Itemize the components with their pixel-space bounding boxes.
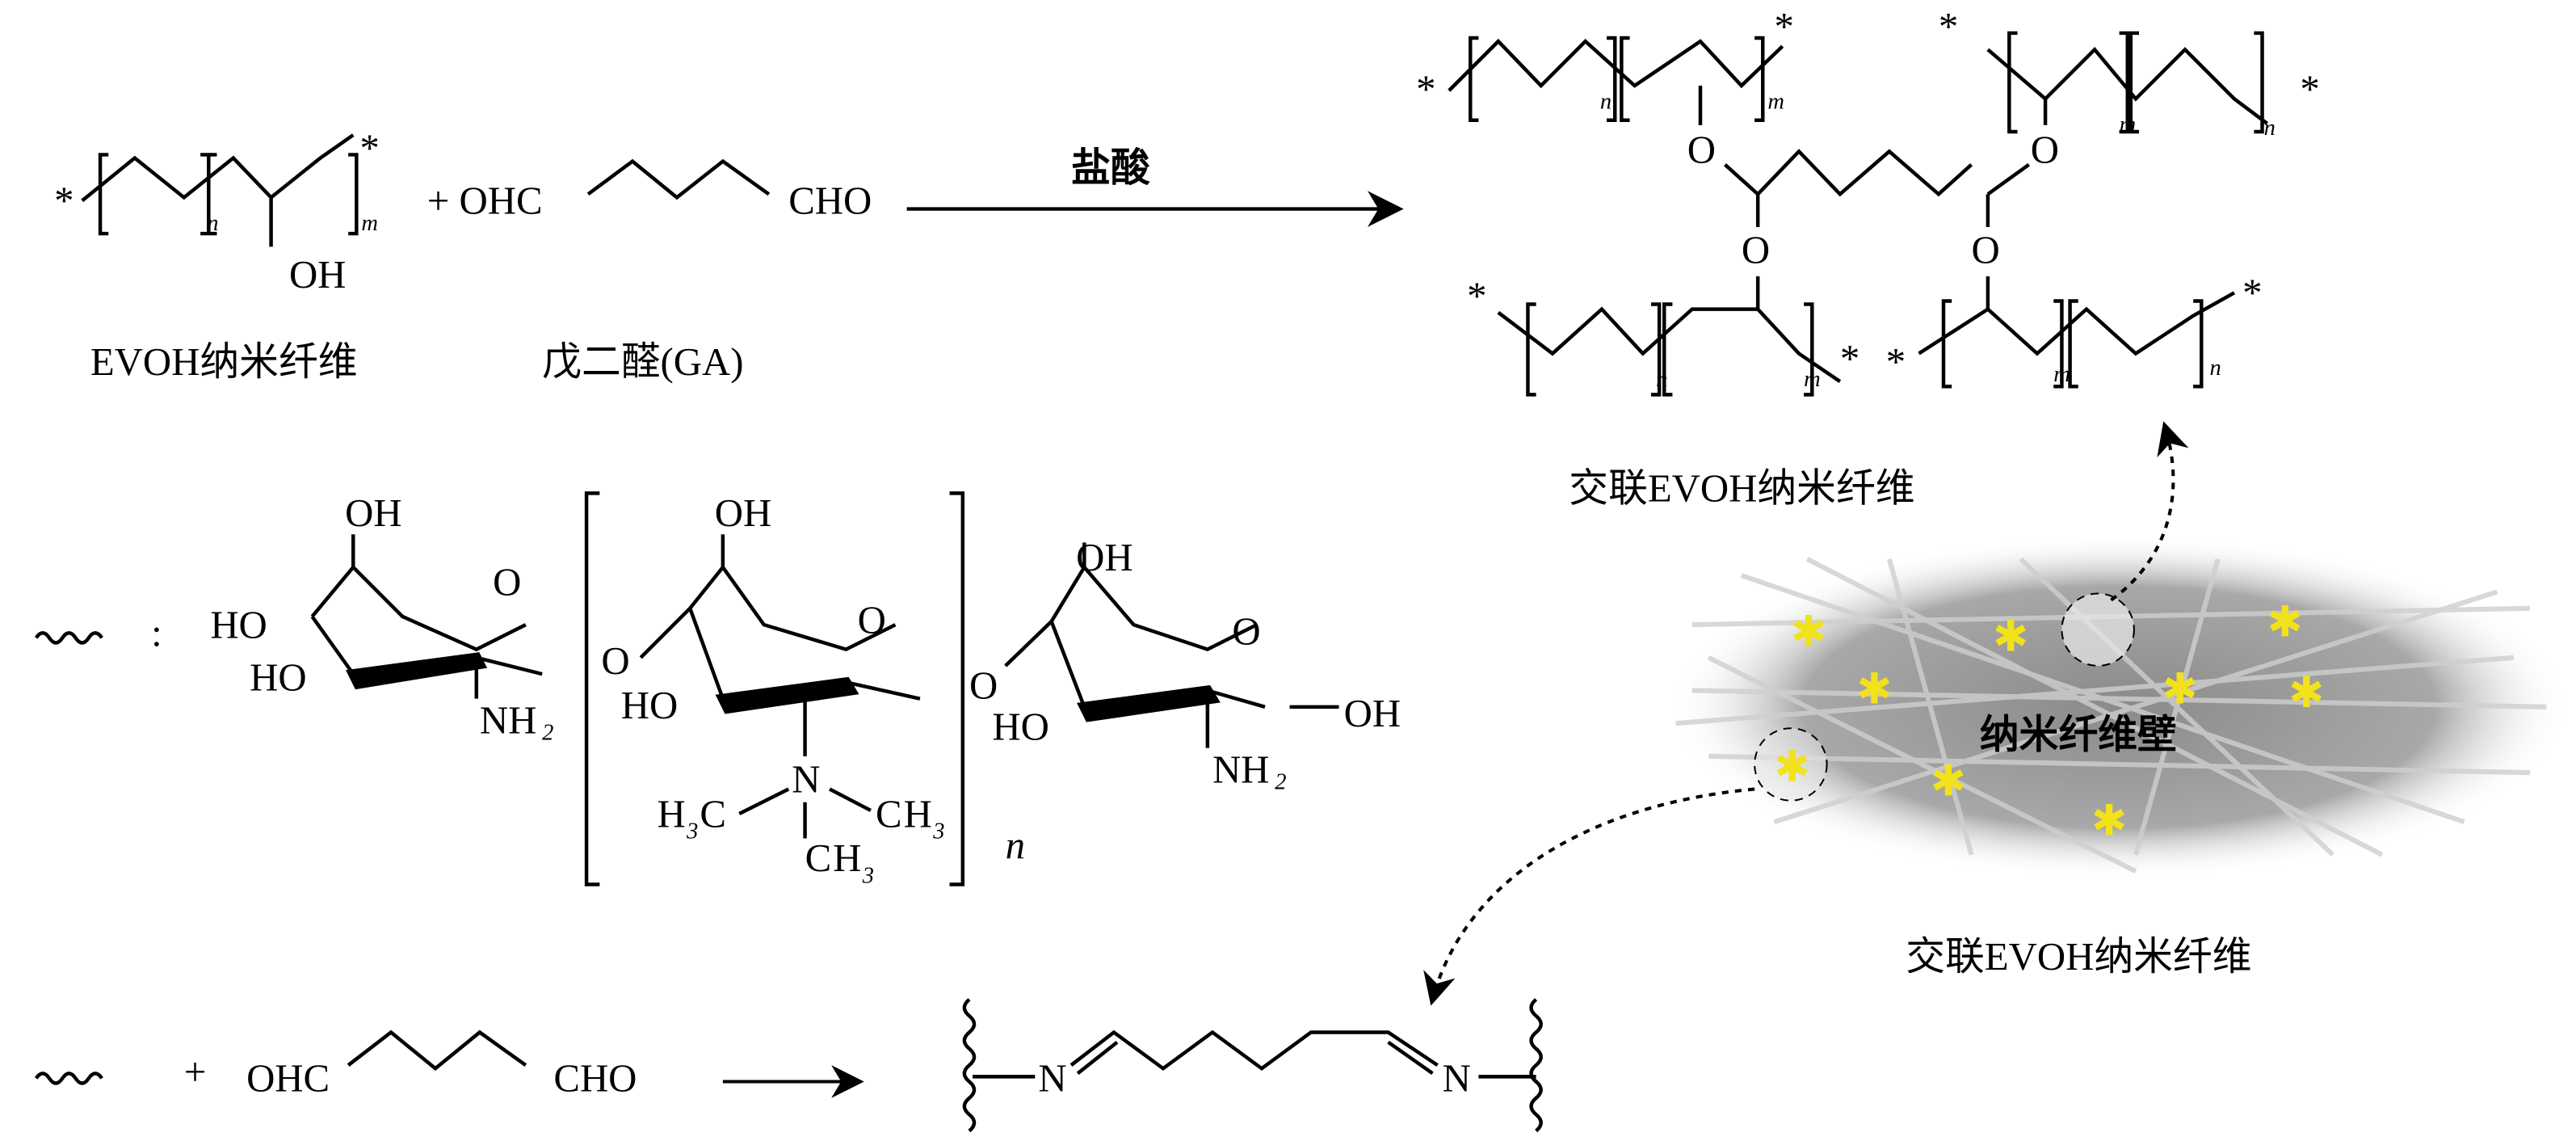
crosslink-marker: ✱ [2162, 665, 2197, 714]
ho-label: HO [210, 603, 267, 646]
subscript-m: m [1767, 90, 1784, 115]
subscript-n: n [207, 211, 218, 236]
subscript-n: n [2264, 116, 2276, 141]
subscript-m: m [2120, 112, 2137, 137]
subscript-2: 2 [542, 720, 553, 745]
plus-sign: + [184, 1050, 207, 1094]
end-star: * [54, 179, 74, 223]
ohc-label: OHC [246, 1057, 330, 1101]
end-star: * [2242, 272, 2262, 315]
ring-oxygen: O [858, 598, 886, 642]
crosslinked-evoh-label: 交联EVOH纳米纤维 [1569, 467, 1914, 511]
oxygen-atom: O [2031, 128, 2059, 172]
ring-oxygen: O [493, 561, 521, 604]
crosslink-marker: ✱ [1775, 742, 1810, 791]
end-star: * [1416, 67, 1435, 111]
methyl-h: H [904, 792, 932, 836]
ho-label: HO [621, 684, 678, 727]
crosslinked-product: * n m * O * m n * O O O * n m * * m n * … [1416, 5, 2320, 510]
hydroxyl-label: OH [289, 253, 346, 297]
crosslink-marker: ✱ [2267, 597, 2303, 646]
catalyst-label: 盐酸 [1071, 146, 1150, 190]
end-star: * [1939, 5, 1958, 48]
schiff-base-reaction: + OHC CHO N N [34, 998, 1543, 1133]
methyl-h: H [833, 836, 861, 880]
nh2-label: NH [480, 698, 536, 742]
end-star: * [1840, 337, 1860, 381]
oxygen-atom: O [1742, 229, 1770, 272]
crosslink-marker: ✱ [1931, 757, 1966, 806]
ho-label: HO [250, 655, 306, 699]
evoh-structure: * n m * OH EVOH纳米纤维 [54, 127, 380, 384]
fiber-wall-label: 纳米纤维壁 [1980, 714, 2177, 757]
reaction-arrow: 盐酸 [906, 146, 1404, 227]
glycosidic-oxygen: O [969, 664, 998, 708]
oxygen-atom: O [1687, 128, 1716, 172]
methyl-c: C [700, 792, 726, 836]
wavy-bond-icon [962, 998, 977, 1133]
colon: : [151, 612, 162, 655]
wavy-chain-icon [34, 1072, 103, 1085]
subscript-m: m [2053, 362, 2070, 387]
ring-oxygen: O [1232, 610, 1260, 654]
end-star: * [1467, 275, 1486, 318]
glutaraldehyde-structure: + OHC CHO 戊二醛(GA) [427, 158, 872, 384]
nitrogen-atom: N [1038, 1057, 1066, 1101]
methyl-c: C [876, 792, 902, 836]
repeat-n: n [1006, 823, 1025, 867]
oh-label: OH [345, 491, 401, 535]
end-star: * [359, 127, 379, 171]
nitrogen-atom: N [1443, 1057, 1471, 1101]
wavy-bond-icon [1529, 998, 1543, 1133]
crosslink-marker: ✱ [1791, 608, 1826, 657]
oh-label: OH [715, 491, 771, 535]
crosslink-marker: ✱ [1856, 665, 1892, 714]
cho-label: CHO [553, 1057, 637, 1101]
cho-label: CHO [788, 179, 872, 223]
plus-ohc: + OHC [427, 179, 543, 223]
subscript-m: m [361, 211, 378, 236]
methyl-h: H [658, 792, 686, 836]
nitrogen-atom: N [792, 758, 820, 802]
ho-label: HO [992, 705, 1048, 748]
zoom-highlight-circle [1754, 727, 1828, 802]
oxygen-atom: O [1972, 229, 2000, 272]
methyl-c: C [805, 836, 832, 880]
end-star: * [1775, 5, 1794, 48]
evoh-label: EVOH纳米纤维 [90, 340, 358, 384]
wavy-chain-icon [34, 631, 103, 645]
subscript-3: 3 [686, 819, 698, 844]
subscript-2: 2 [1275, 769, 1286, 794]
chitosan-structure: : OH HO HO O NH 2 O n OH HO O N H 3 C C … [34, 491, 1401, 888]
nanofiber-image: ✱ ✱ ✱ ✱ ✱ ✱ ✱ ✱ ✱ 纳米纤维壁 交联EVOH纳米纤维 [1423, 421, 2571, 1006]
subscript-n: n [1600, 90, 1612, 115]
glycosidic-oxygen: O [601, 639, 629, 683]
nh2-label: NH [1212, 747, 1269, 791]
end-star: * [1886, 340, 1906, 384]
ga-label: 戊二醛(GA) [542, 340, 743, 384]
subscript-3: 3 [862, 863, 874, 888]
oh-label: OH [1076, 536, 1133, 579]
end-star: * [2300, 67, 2319, 111]
subscript-n: n [2209, 356, 2221, 381]
crosslink-marker: ✱ [2091, 796, 2127, 845]
subscript-3: 3 [932, 819, 944, 844]
subscript-n: n [1656, 367, 1667, 392]
subscript-m: m [1804, 367, 1821, 392]
crosslinked-fiber-label: 交联EVOH纳米纤维 [1906, 935, 2251, 979]
oh-label: OH [1344, 692, 1401, 735]
crosslink-marker: ✱ [1993, 613, 2028, 662]
crosslink-marker: ✱ [2288, 668, 2324, 718]
zoom-highlight-circle [2061, 592, 2135, 667]
